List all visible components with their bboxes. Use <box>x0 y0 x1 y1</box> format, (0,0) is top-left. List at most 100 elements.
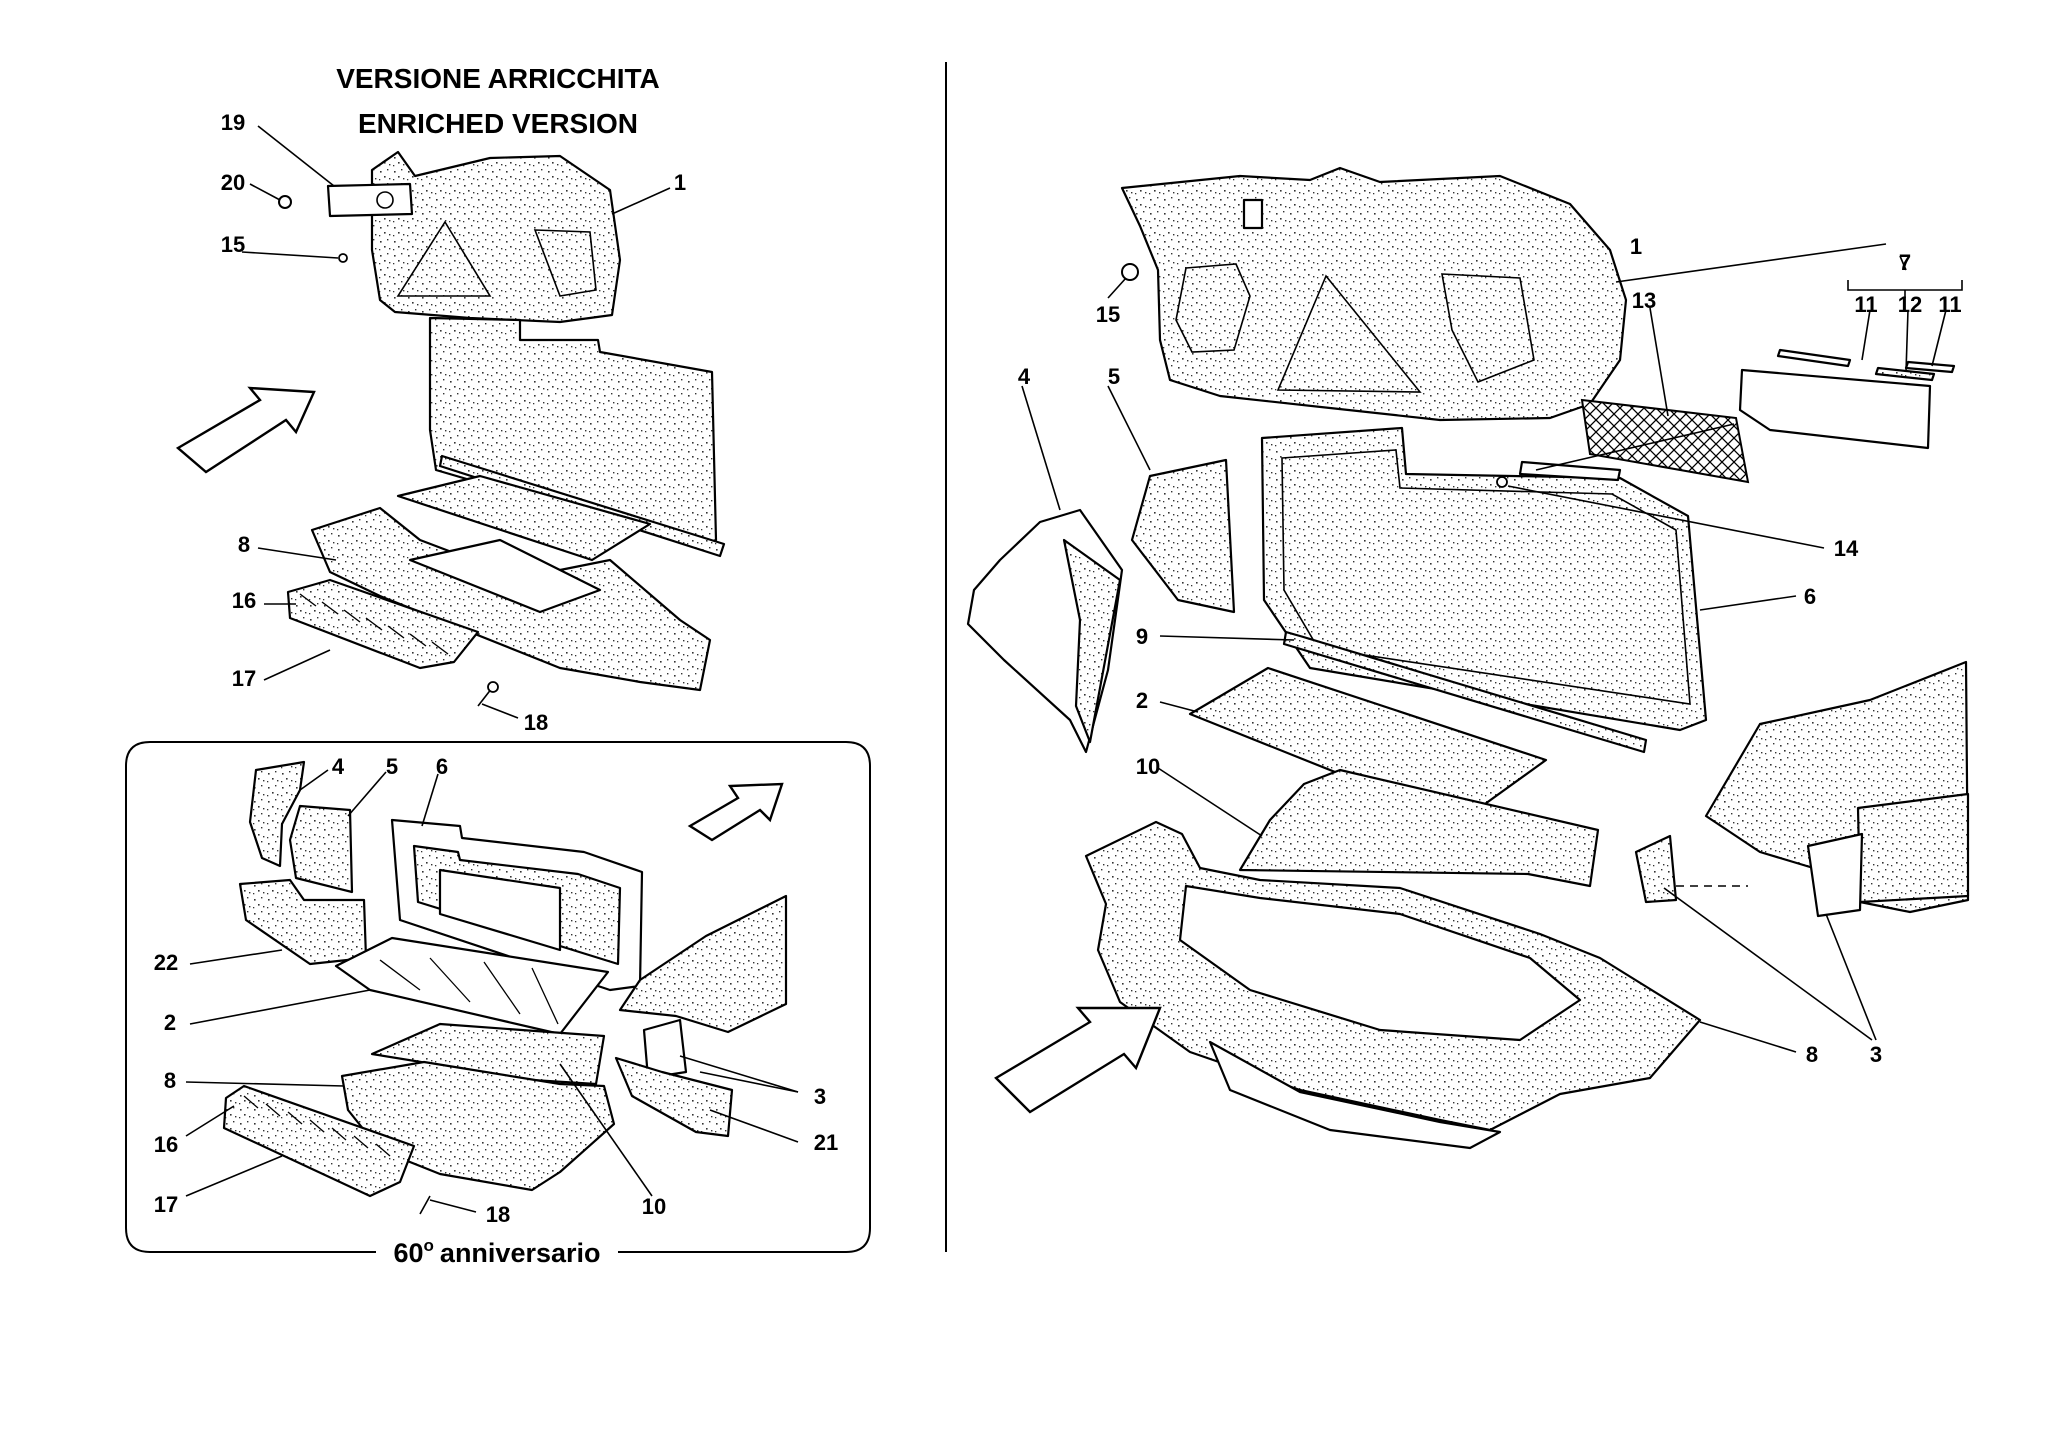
main-label-15: 15 <box>1096 302 1120 327</box>
anniv-screw-18 <box>419 1195 431 1215</box>
anniv-label-8: 8 <box>164 1068 176 1093</box>
main-label-1: 1 <box>1630 234 1642 259</box>
main-label-2: 2 <box>1136 688 1148 713</box>
main-label-3: 3 <box>1870 1042 1882 1067</box>
main-lid-recess-left <box>1175 263 1251 353</box>
main-label-11b: 11 <box>1938 292 1961 317</box>
main-net-13 <box>1580 398 1750 484</box>
anniv-label-3: 3 <box>814 1084 826 1109</box>
main-clip-15 <box>1121 263 1139 281</box>
anniv-label-2: 2 <box>164 1010 176 1035</box>
main-label-7: 7 <box>1899 250 1911 275</box>
anniv-floor-ribs <box>379 957 559 1025</box>
enriched-lid-lining <box>370 150 622 324</box>
enriched-label-17: 17 <box>232 666 256 691</box>
main-part-4-face <box>1062 538 1122 744</box>
main-mat-10 <box>1238 768 1600 888</box>
enriched-sill-ribs <box>299 593 449 655</box>
main-label-5: 5 <box>1108 364 1120 389</box>
main-label-12: 12 <box>1898 292 1922 317</box>
enriched-leader-lines <box>241 125 671 719</box>
anniv-floor-panel <box>334 936 610 1036</box>
enriched-label-18: 18 <box>524 710 548 735</box>
enriched-lid-cutout-triangle <box>396 220 492 297</box>
main-tub-underside <box>1208 1040 1502 1150</box>
anniv-label-10: 10 <box>642 1194 666 1219</box>
enriched-label-8: 8 <box>238 532 250 557</box>
enriched-bracket-hole <box>376 191 394 209</box>
anniv-label-17: 17 <box>154 1192 178 1217</box>
enriched-bracket <box>326 182 414 218</box>
main-tub-inner <box>1178 884 1582 1042</box>
main-leader-lines <box>1021 243 1947 1053</box>
enriched-screw-20 <box>278 195 292 209</box>
anniversary-inset-frame <box>125 741 871 1253</box>
anniv-label-16: 16 <box>154 1132 178 1157</box>
main-label-10: 10 <box>1136 754 1160 779</box>
anniv-part-22 <box>238 878 368 966</box>
title-enriched-version: ENRICHED VERSION <box>358 108 638 139</box>
main-tray-bracket <box>1847 280 1963 291</box>
main-label-6: 6 <box>1804 584 1816 609</box>
enriched-label-15: 15 <box>221 232 245 257</box>
main-lid-recess-right <box>1441 273 1535 384</box>
main-label-4: 4 <box>1018 364 1031 389</box>
anniversary-number: 60 <box>393 1238 423 1268</box>
anniv-direction-arrow <box>687 782 784 842</box>
main-lid-lining <box>1120 166 1628 422</box>
title-versione-arricchita: VERSIONE ARRICCHITA <box>336 63 660 94</box>
enriched-tub-inner-mat <box>408 538 602 614</box>
anniv-label-6: 6 <box>436 754 448 779</box>
anniv-pocket-3 <box>642 1018 688 1080</box>
main-strip-12 <box>1874 366 1936 382</box>
enriched-floor-mat <box>396 474 652 562</box>
anniv-label-21: 21 <box>814 1130 838 1155</box>
main-label-8: 8 <box>1806 1042 1818 1067</box>
enriched-direction-arrow <box>175 386 316 474</box>
main-label-13: 13 <box>1632 288 1656 313</box>
main-diagram: 1 15 13 7 11 12 11 4 5 14 6 9 2 10 8 3 <box>966 166 1970 1150</box>
anniv-label-5: 5 <box>386 754 398 779</box>
anniv-label-18: 18 <box>486 1202 510 1227</box>
anniversary-inset: 60o anniversario <box>125 741 871 1268</box>
main-back-panel-topstrip <box>1518 460 1622 482</box>
anniv-sill-cover <box>222 1084 416 1198</box>
enriched-label-19: 19 <box>221 110 245 135</box>
enriched-version-group: 19 20 15 1 8 16 17 18 <box>175 110 726 735</box>
anniversary-degree: o <box>424 1236 434 1255</box>
main-back-panel-inner <box>1281 449 1691 705</box>
main-lid-recess-triangle <box>1276 274 1422 393</box>
main-label-9: 9 <box>1136 624 1148 649</box>
anniv-part-4 <box>248 760 306 868</box>
anniv-back-panel-window <box>438 868 562 952</box>
enriched-label-20: 20 <box>221 170 245 195</box>
main-part-5 <box>1130 458 1236 614</box>
anniv-part-5 <box>288 804 354 894</box>
main-label-11a: 11 <box>1854 292 1877 317</box>
main-back-panel <box>1260 426 1708 732</box>
main-direction-arrow <box>994 1006 1162 1114</box>
enriched-sill-cover <box>286 578 480 670</box>
enriched-clip-15 <box>338 253 348 263</box>
main-tray-7 <box>1738 368 1932 450</box>
main-strip-11b <box>1904 360 1956 374</box>
main-strip-11a <box>1776 348 1852 368</box>
main-clip-14 <box>1496 476 1508 488</box>
main-label-14: 14 <box>1834 536 1859 561</box>
anniv-side-trim <box>618 894 788 1034</box>
enriched-screw-18-head <box>487 681 499 693</box>
anniv-label-4: 4 <box>332 754 345 779</box>
anniversary-caption: 60o anniversario <box>393 1236 600 1268</box>
anniv-leader-lines <box>185 769 799 1213</box>
main-side-trim-block <box>1856 792 1970 904</box>
enriched-lid-cutout-right <box>533 229 597 297</box>
enriched-label-16: 16 <box>232 588 256 613</box>
main-lid-slot <box>1242 198 1264 230</box>
enriched-label-1: 1 <box>674 170 686 195</box>
anniversary-word: anniversario <box>440 1238 601 1268</box>
main-pocket-3-small <box>1634 834 1678 904</box>
main-pocket-3-large <box>1806 832 1864 918</box>
anniv-label-22: 22 <box>154 950 178 975</box>
anniv-sill-ribs <box>243 1095 391 1157</box>
